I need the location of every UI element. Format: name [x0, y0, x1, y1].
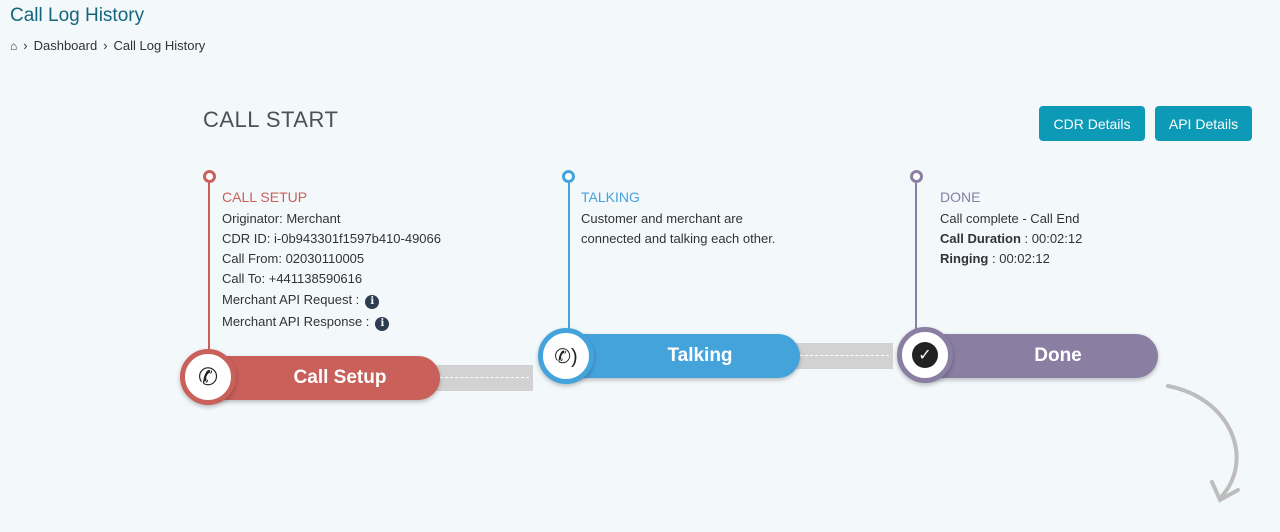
breadcrumb-current: Call Log History — [113, 38, 206, 53]
call-setup-info: CALL SETUP Originator: Merchant CDR ID: … — [222, 189, 441, 331]
connector — [796, 343, 893, 369]
breadcrumb: ⌂› Dashboard› Call Log History — [10, 38, 206, 53]
timeline-line — [208, 183, 210, 353]
info-icon[interactable]: i — [375, 317, 390, 331]
phone-icon: ✆ — [180, 349, 236, 405]
talking-info: TALKING Customer and merchant are connec… — [581, 189, 776, 246]
check-circle-icon: ✓ — [897, 327, 953, 383]
phone-ringing-icon: ✆) — [538, 328, 594, 384]
cdr-details-button[interactable]: CDR Details — [1039, 106, 1145, 141]
api-details-button[interactable]: API Details — [1155, 106, 1252, 141]
timeline-line — [568, 183, 570, 333]
done-pill: Done — [918, 334, 1158, 378]
curved-arrow-icon — [1166, 384, 1240, 503]
page-title: Call Log History — [10, 5, 145, 26]
call-setup-pill: Call Setup — [200, 356, 440, 400]
breadcrumb-dashboard[interactable]: Dashboard — [33, 38, 98, 53]
done-info: DONE Call complete - Call End Call Durat… — [940, 189, 1083, 266]
info-icon[interactable]: i — [365, 295, 380, 309]
talking-pill: Talking — [560, 334, 800, 378]
timeline-line — [915, 183, 917, 333]
home-icon[interactable]: ⌂ — [10, 38, 18, 53]
timeline-dot — [562, 170, 575, 183]
timeline-dot — [203, 170, 216, 183]
timeline-dot — [910, 170, 923, 183]
section-title: CALL START — [203, 107, 339, 132]
connector — [436, 365, 533, 391]
